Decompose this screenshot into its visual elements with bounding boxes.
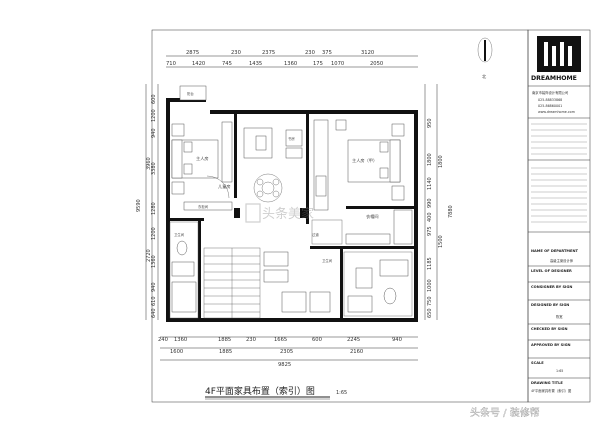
tb-sheet-title: 4F平面家具布置（索引）图 <box>531 388 572 393</box>
dim-top-outer-1: 2875 <box>186 50 199 56</box>
brand-tel2: 025-86860001 <box>538 104 562 108</box>
dim-left-inner-5: 3380 <box>151 162 157 175</box>
dim-right-inner-3: 1140 <box>427 177 433 190</box>
dim-right-inner-2: 1800 <box>427 153 433 166</box>
balcony <box>179 85 207 101</box>
brand-company: 南京市装饰设计有限公司 <box>532 90 568 95</box>
dim-left-inner-11: 640 <box>151 308 157 318</box>
bed-right-label: 主人房（甲） <box>352 157 377 164</box>
dim-right-inner-9: 750 <box>427 296 433 306</box>
dim-top-outer-6: 3120 <box>361 50 374 56</box>
dim-right-inner-5: 400 <box>427 212 433 222</box>
tb-row-dept: NAME OF DEPARTMENT <box>531 249 578 253</box>
dim-top-inner-8: 2050 <box>370 61 383 67</box>
study-label: 书房 <box>288 136 295 141</box>
tb-dept-value: 高级主案设计师 <box>550 258 574 263</box>
dim-bottom-total: 9825 <box>278 362 291 368</box>
dim-top-inner-1: 710 <box>166 61 176 67</box>
bath-right <box>343 251 413 317</box>
dim-bottom-inner-7: 2245 <box>347 337 360 343</box>
dim-left-inner-1: 600 <box>151 94 157 104</box>
dim-right-inner-4: 990 <box>427 198 433 208</box>
wardrobe-left-label: 衣柜间 <box>198 204 209 209</box>
dim-left-outer-3: 2720 <box>146 249 152 262</box>
brand-logo-text: DREAMHOME <box>531 75 577 82</box>
tb-row-level: LEVEL OF DESIGNER <box>531 269 572 273</box>
north-arrow: 北 <box>477 37 493 80</box>
dim-bottom-inner-3: 1885 <box>218 337 231 343</box>
dim-bottom-inner-8: 940 <box>392 337 402 343</box>
dim-right-inner-8: 1000 <box>427 279 433 292</box>
dim-left-inner-3: 940 <box>151 128 157 138</box>
drawing-title: 4F平面家具布置（索引）图 <box>205 385 315 397</box>
dim-top-inner-3: 745 <box>222 61 232 67</box>
dim-bottom-outer-4: 2160 <box>350 349 363 355</box>
dim-top-outer-2: 230 <box>231 50 241 56</box>
dim-bottom-inner-4: 230 <box>246 337 256 343</box>
bath-left-label: 卫生间 <box>174 232 185 237</box>
dim-top-inner-2: 1420 <box>192 61 205 67</box>
titleblock-border <box>527 29 591 403</box>
tb-designer-value: 陈宽 <box>556 314 563 319</box>
hall-label: 过道 <box>312 232 319 237</box>
dim-bottom-inner-2: 1360 <box>174 337 187 343</box>
dim-bottom-outer-3: 2305 <box>280 349 293 355</box>
watermark-center: 头条美家 <box>245 203 314 223</box>
dim-left-inner-6: 1280 <box>151 202 157 215</box>
dim-right-outer-1: 1800 <box>438 155 444 168</box>
brand-tel1: 025-88833868 <box>538 98 562 102</box>
kids-label: 儿童房 <box>218 183 231 190</box>
tb-row-title: DRAWING TITLE <box>531 381 563 385</box>
title-block: DREAMHOME 南京市装饰设计有限公司 025-88833868 025-8… <box>528 36 590 393</box>
dim-bottom-inner-5: 1665 <box>274 337 287 343</box>
drawing-scale: 1:65 <box>336 390 347 396</box>
watermark-bottom: 头条号 / 装修帮 <box>470 406 540 419</box>
bath-right-label: 卫生间 <box>322 258 333 263</box>
staircase <box>203 247 261 319</box>
dim-right-outer-3: 1500 <box>438 235 444 248</box>
dim-right-inner-10: 650 <box>427 308 433 318</box>
north-label: 北 <box>482 73 487 80</box>
tb-row-checked: CHECKED BY SIGN <box>531 327 568 331</box>
sheet-border <box>151 29 529 403</box>
dim-bottom-inner-1: 240 <box>158 337 168 343</box>
dim-bottom-outer-2: 1885 <box>219 349 232 355</box>
dim-top-inner-7: 1070 <box>331 61 344 67</box>
dim-right-inner-7: 1185 <box>427 257 433 270</box>
tb-row-scale: SCALE <box>531 361 544 365</box>
tb-row-consigner: CONSIGNER BY SIGN <box>531 285 572 289</box>
tb-row-approved: APPROVED BY SIGN <box>531 343 571 347</box>
watermark-center-text: 头条美家 <box>262 206 314 222</box>
dim-left-inner-7: 1200 <box>151 227 157 240</box>
dim-right-inner-6: 975 <box>427 226 433 236</box>
bed-left-label: 主人房 <box>196 155 209 162</box>
brand-web: www.dreamhome.com <box>538 110 575 114</box>
dim-bottom-inner-6: 600 <box>312 337 322 343</box>
dim-left-inner-2: 1200 <box>151 109 157 122</box>
storage-label: 衣帽间 <box>366 213 379 220</box>
tb-scale-value: 1:65 <box>556 369 563 373</box>
dim-left-outer-1: 3960 <box>146 157 152 170</box>
dim-right-outer-2: 7880 <box>448 205 454 218</box>
dim-right-inner-1: 950 <box>427 118 433 128</box>
dim-left-inner-9: 940 <box>151 282 157 292</box>
round-table <box>253 173 283 203</box>
dim-top-inner-5: 1360 <box>284 61 297 67</box>
dim-left-inner-8: 1360 <box>151 255 157 268</box>
dim-left-inner-10: 610 <box>151 296 157 306</box>
bath-left <box>169 221 199 319</box>
dim-top-inner-4: 1435 <box>249 61 262 67</box>
dim-top-inner-6: 175 <box>313 61 323 67</box>
dim-top-outer-5: 375 <box>322 50 332 56</box>
dim-top-outer-3: 2375 <box>262 50 275 56</box>
dim-bottom-outer-1: 1600 <box>170 349 183 355</box>
dim-top-outer-4: 230 <box>305 50 315 56</box>
tb-row-designed: DESIGNED BY SIGN <box>531 303 569 307</box>
dim-left-outer-2: 9590 <box>136 199 142 212</box>
balcony-label: 阳台 <box>187 91 194 96</box>
